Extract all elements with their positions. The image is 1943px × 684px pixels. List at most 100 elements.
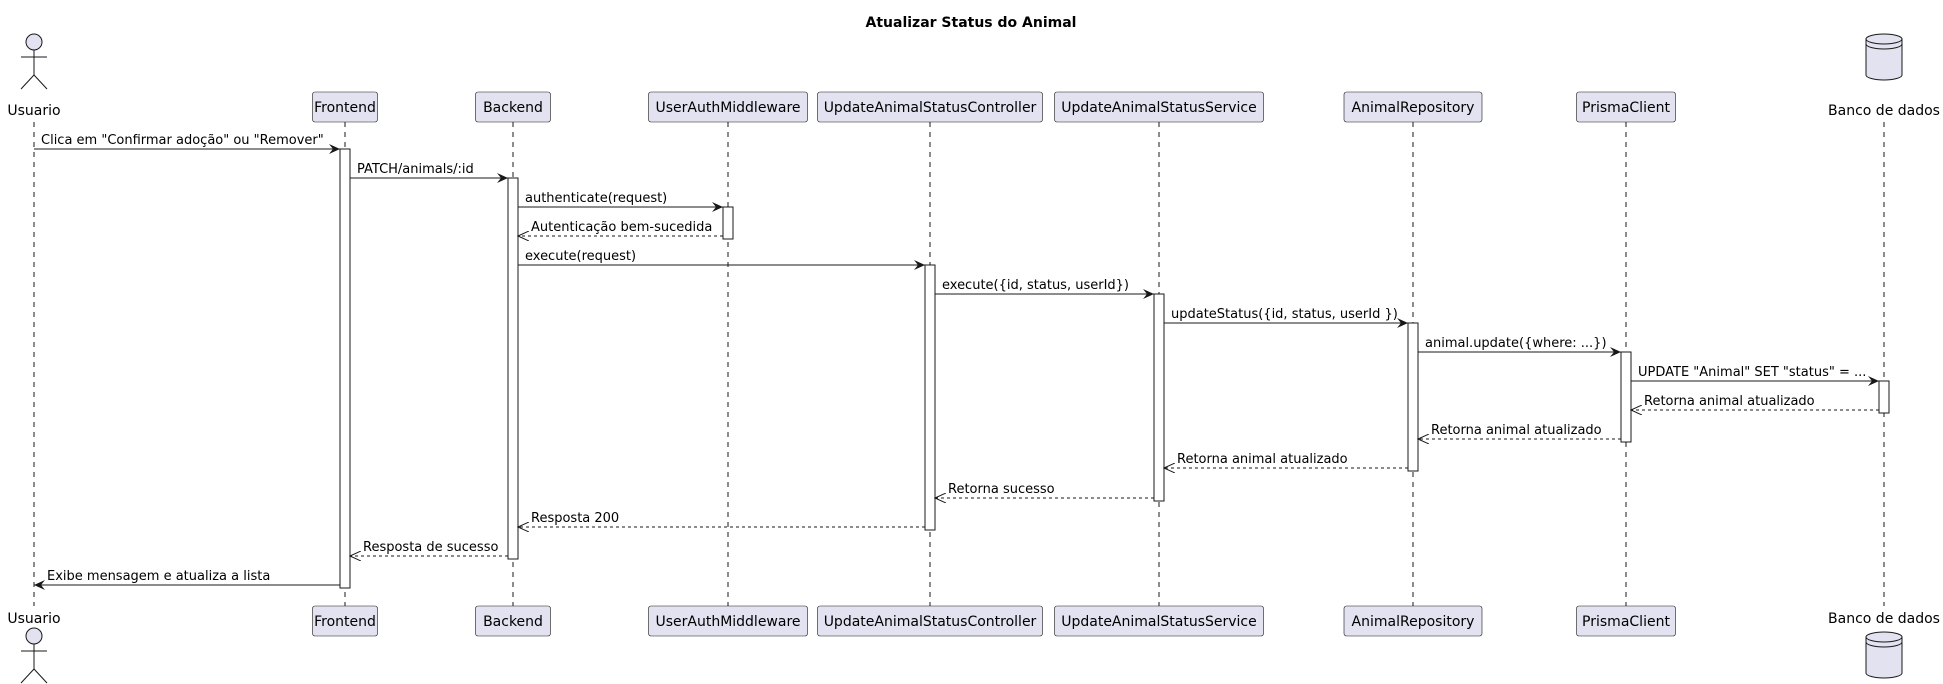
activation-bar-backend (507, 177, 519, 560)
participant-frontend-top: Frontend (312, 91, 378, 123)
participant-backend-bottom: Backend (475, 605, 551, 637)
activation-bar-service (1153, 293, 1165, 502)
participant-label: Frontend (314, 614, 376, 630)
message-11: Retorna animal atualizado (1418, 423, 1621, 439)
participant-label: PrismaClient (1582, 614, 1670, 630)
message-label: animal.update({where: ...}) (1425, 336, 1607, 351)
participant-repository-top: AnimalRepository (1343, 91, 1483, 123)
participant-db-bottom: Banco de dados (1828, 611, 1940, 679)
participant-label: UserAuthMiddleware (655, 614, 800, 630)
participant-box (1576, 91, 1676, 123)
participant-service-bottom: UpdateAnimalStatusService (1054, 605, 1264, 637)
message-16: Exibe mensagem e atualiza a lista (34, 569, 340, 590)
participants-layer: UsuarioUsuarioFrontendFrontendBackendBac… (7, 33, 1940, 684)
participant-label: UpdateAnimalStatusController (824, 100, 1037, 116)
participant-label: Backend (483, 614, 543, 630)
message-4: Autenticação bem-sucedida (518, 220, 723, 236)
messages-layer: Clica em "Confirmar adoção" ou "Remover"… (34, 133, 1879, 590)
participant-box (475, 605, 551, 637)
message-3: authenticate(request) (518, 191, 723, 212)
message-1: Clica em "Confirmar adoção" ou "Remover" (34, 133, 340, 154)
message-label: Resposta de sucesso (363, 540, 498, 555)
participant-label: Banco de dados (1828, 611, 1940, 627)
message-label: execute(request) (525, 249, 636, 264)
participant-db-top: Banco de dados (1828, 33, 1940, 119)
participant-label: Backend (483, 100, 543, 116)
activations-layer (339, 148, 1890, 589)
participant-usuario-bottom: Usuario (7, 611, 61, 684)
participant-label: UpdateAnimalStatusService (1061, 614, 1257, 630)
message-label: Autenticação bem-sucedida (531, 220, 712, 235)
activation-bar-repository (1407, 322, 1419, 472)
participant-box (817, 91, 1043, 123)
actor-icon (20, 33, 48, 90)
message-label: Retorna animal atualizado (1177, 452, 1348, 467)
message-label: updateStatus({id, status, userId }) (1171, 307, 1398, 322)
participant-box (475, 91, 551, 123)
activation-bar-prisma (1620, 351, 1632, 443)
message-14: Resposta 200 (518, 511, 925, 527)
participant-box (1343, 91, 1483, 123)
participant-label: Frontend (314, 100, 376, 116)
participant-box (1054, 605, 1264, 637)
participant-middleware-bottom: UserAuthMiddleware (648, 605, 808, 637)
participant-label: Banco de dados (1828, 103, 1940, 119)
participant-box (1054, 91, 1264, 123)
participant-label: AnimalRepository (1352, 100, 1475, 116)
participant-usuario-top: Usuario (7, 33, 61, 119)
participant-label: AnimalRepository (1352, 614, 1475, 630)
message-label: UPDATE "Animal" SET "status" = ... (1638, 365, 1866, 380)
participant-frontend-bottom: Frontend (312, 605, 378, 637)
message-label: Exibe mensagem e atualiza a lista (47, 569, 270, 584)
message-label: Retorna animal atualizado (1644, 394, 1815, 409)
diagram-title: Atualizar Status do Animal (866, 15, 1077, 31)
message-label: PATCH/animals/:id (357, 162, 474, 177)
participant-label: UpdateAnimalStatusService (1061, 100, 1257, 116)
participant-label: Usuario (7, 103, 60, 119)
participant-controller-bottom: UpdateAnimalStatusController (817, 605, 1043, 637)
message-10: Retorna animal atualizado (1631, 394, 1879, 410)
participant-box (648, 605, 808, 637)
message-label: Retorna animal atualizado (1431, 423, 1602, 438)
database-icon (1865, 631, 1903, 679)
message-12: Retorna animal atualizado (1164, 452, 1408, 468)
message-label: execute({id, status, userId}) (942, 278, 1129, 293)
message-9: UPDATE "Animal" SET "status" = ... (1631, 365, 1879, 386)
participant-box (648, 91, 808, 123)
message-5: execute(request) (518, 249, 925, 270)
participant-label: UserAuthMiddleware (655, 100, 800, 116)
participant-box (1343, 605, 1483, 637)
participant-box (817, 605, 1043, 637)
participant-label: Usuario (7, 611, 60, 627)
participant-box (312, 91, 378, 123)
database-icon (1865, 33, 1903, 81)
message-label: Resposta 200 (531, 511, 619, 526)
message-6: execute({id, status, userId}) (935, 278, 1154, 299)
participant-controller-top: UpdateAnimalStatusController (817, 91, 1043, 123)
participant-box (312, 605, 378, 637)
message-7: updateStatus({id, status, userId }) (1164, 307, 1408, 328)
participant-backend-top: Backend (475, 91, 551, 123)
activation-bar-frontend (339, 148, 351, 589)
activation-bar-db (1878, 380, 1890, 414)
actor-icon (20, 627, 48, 684)
participant-repository-bottom: AnimalRepository (1343, 605, 1483, 637)
message-8: animal.update({where: ...}) (1418, 336, 1621, 357)
participant-prisma-top: PrismaClient (1576, 91, 1676, 123)
participant-prisma-bottom: PrismaClient (1576, 605, 1676, 637)
message-label: Retorna sucesso (948, 482, 1055, 497)
participant-middleware-top: UserAuthMiddleware (648, 91, 808, 123)
lifelines-layer (33, 122, 1885, 606)
message-2: PATCH/animals/:id (350, 162, 508, 183)
activation-bar-middleware (722, 206, 734, 240)
participant-label: UpdateAnimalStatusController (824, 614, 1037, 630)
participant-service-top: UpdateAnimalStatusService (1054, 91, 1264, 123)
participant-label: PrismaClient (1582, 100, 1670, 116)
message-label: Clica em "Confirmar adoção" ou "Remover" (41, 133, 324, 148)
message-15: Resposta de sucesso (350, 540, 508, 556)
message-label: authenticate(request) (525, 191, 667, 206)
activation-bar-controller (924, 264, 936, 531)
message-13: Retorna sucesso (935, 482, 1154, 498)
participant-box (1576, 605, 1676, 637)
